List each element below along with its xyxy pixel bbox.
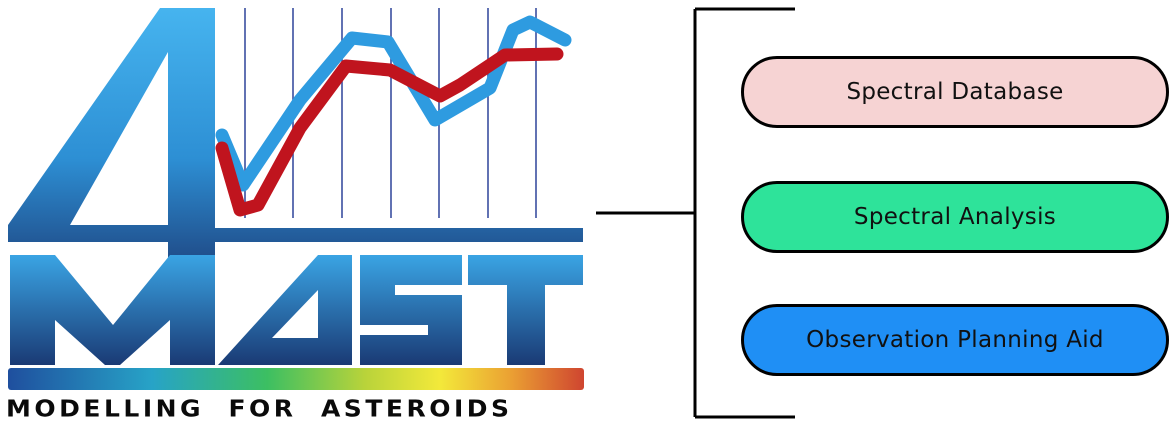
letter-m xyxy=(10,255,215,365)
letter-t xyxy=(468,255,583,365)
spectral-analysis-button[interactable]: Spectral Analysis xyxy=(741,181,1169,253)
observation-planning-aid-button[interactable]: Observation Planning Aid xyxy=(741,304,1169,376)
letter-s xyxy=(360,255,462,365)
4mast-logo xyxy=(8,8,584,390)
digit-four xyxy=(8,8,583,282)
spectral-database-button[interactable]: Spectral Database xyxy=(741,56,1169,128)
red-spectrum-line xyxy=(215,47,564,217)
letter-a xyxy=(218,255,352,365)
spectrum-bar xyxy=(8,368,584,390)
logo-tagline: MODELLING FOR ASTEROIDS xyxy=(6,395,513,422)
